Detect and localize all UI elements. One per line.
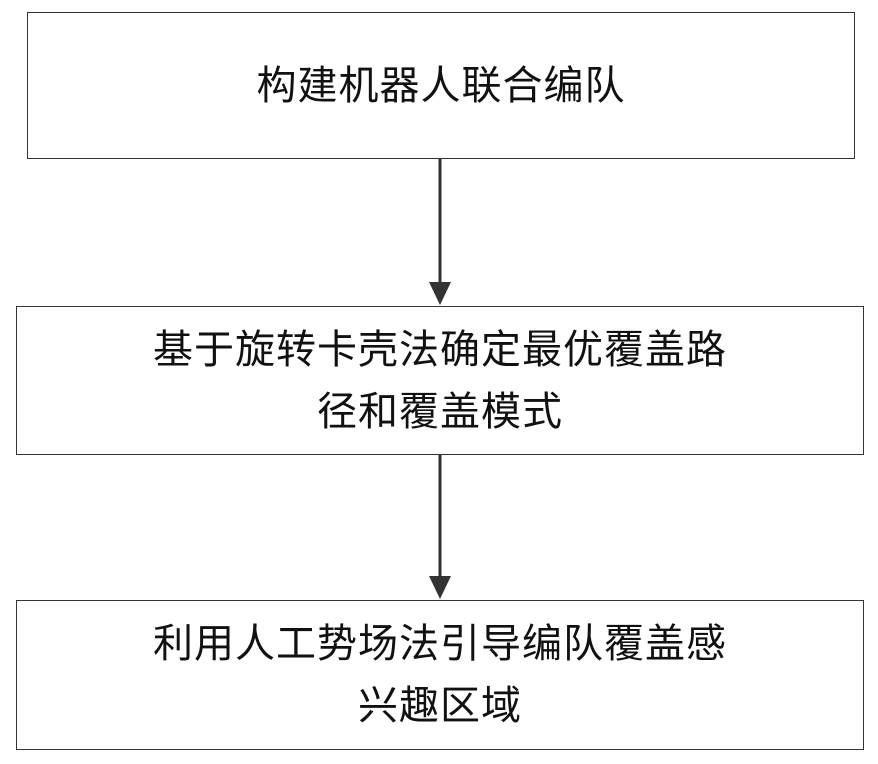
step-3-label: 利用人工势场法引导编队覆盖感 兴趣区域 <box>153 621 727 729</box>
step-box-3: 利用人工势场法引导编队覆盖感 兴趣区域 <box>16 600 864 750</box>
step-2-label: 基于旋转卡壳法确定最优覆盖路 径和覆盖模式 <box>153 326 727 435</box>
arrow-step2-to-step3 <box>429 455 451 599</box>
step-1-label: 构建机器人联合编队 <box>256 62 626 109</box>
arrow-step1-to-step2 <box>429 159 451 305</box>
step-box-2: 基于旋转卡壳法确定最优覆盖路 径和覆盖模式 <box>16 306 864 455</box>
step-box-1: 构建机器人联合编队 <box>27 12 855 159</box>
